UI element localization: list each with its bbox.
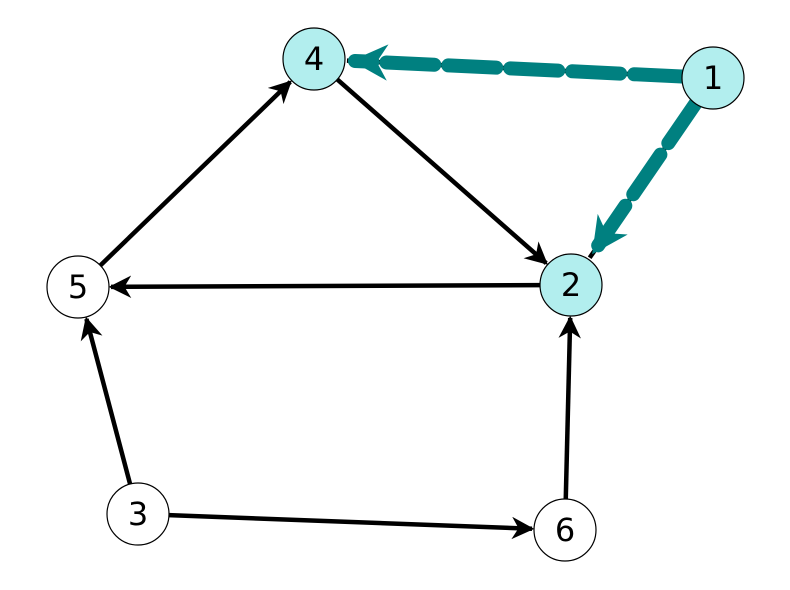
node-circle <box>681 46 745 110</box>
nodes-layer: 1 2 3 4 5 6 <box>46 27 745 562</box>
edge-4-2 <box>335 77 548 265</box>
edges-layer <box>80 44 703 540</box>
node-label: 2 <box>561 266 581 304</box>
node-4: 4 <box>282 27 346 91</box>
edge-5-4 <box>98 80 292 268</box>
edge-3-5 <box>80 316 133 485</box>
node-label: 6 <box>555 511 575 549</box>
node-label: 5 <box>68 268 88 306</box>
node-label: 4 <box>304 40 324 78</box>
node-3: 3 <box>106 482 170 546</box>
edge-6-2 <box>558 315 581 500</box>
node-circle <box>539 253 603 317</box>
node-2: 2 <box>539 253 603 317</box>
node-circle <box>533 498 597 562</box>
node-5: 5 <box>46 255 110 319</box>
edge-2-5 <box>108 275 541 299</box>
edge-3-6 <box>168 512 535 540</box>
edge-1-2 <box>587 96 703 260</box>
node-1: 1 <box>681 46 745 110</box>
node-label: 1 <box>703 59 723 97</box>
edge-1-4 <box>346 44 690 84</box>
node-circle <box>46 255 110 319</box>
node-circle <box>106 482 170 546</box>
node-6: 6 <box>533 498 597 562</box>
node-circle <box>282 27 346 91</box>
node-label: 3 <box>128 495 148 533</box>
